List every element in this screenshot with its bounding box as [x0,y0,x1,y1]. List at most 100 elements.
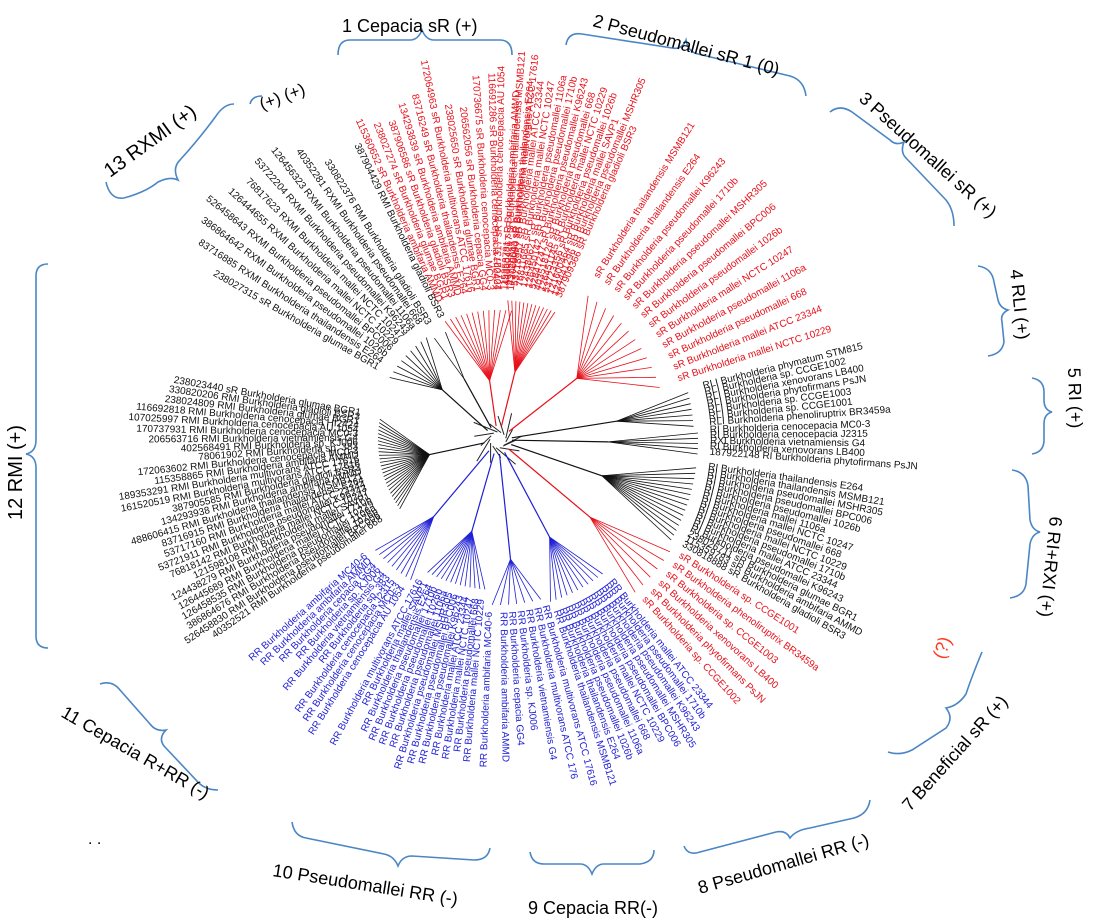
leaf-branch [601,475,682,521]
leaf-branch [489,309,495,381]
stray-dots: . . [88,831,101,848]
clade-stem-6 [511,444,603,477]
leaf-branch [576,367,652,379]
leaf-branch [391,516,435,567]
leaf-branch [410,516,435,581]
leaf-branch [391,454,430,497]
leaf-branch [395,454,430,504]
leaf-branch [378,425,430,455]
leaf-branch [489,310,507,381]
clade-label-13: 13 RXMI (+) [100,101,201,182]
leaf-branch [589,516,658,570]
leaf-branch [601,475,695,480]
leaf-branch [549,536,599,578]
leaf-labels: 115360652 sR Burkholderia ambifaria AMMD… [118,50,918,787]
leaf-branch [393,371,443,391]
leaf-branch [420,341,443,390]
leaf-branch [601,475,684,516]
bracket-clade-12 [25,263,49,649]
bracket-clade-9 [529,849,655,877]
leaf-label: RR Burkholderia ambifaria MC40-6 [479,611,495,767]
leaf-branch [607,441,698,455]
leaf-branch [397,454,430,507]
leaf-branch [514,306,541,373]
bracket-clade-11 [99,682,219,791]
bracket-clade-2 [565,32,807,97]
bracket-clade-1 [337,27,513,56]
leaf-branch [450,318,490,381]
leaf-branch [436,531,473,578]
leaf-branch [389,377,443,391]
leaf-branch [589,516,671,553]
clade-stem-10 [471,453,495,532]
leaf-branch [377,440,430,455]
clade-stem-1 [489,380,497,427]
leaf-branch [549,536,568,596]
leaf-branch [576,315,615,379]
leaf-branch [378,433,430,455]
leaf-branch [491,559,511,606]
clade-stem-7 [508,448,591,518]
leaf-branch [601,475,688,506]
leaf-branch [589,516,644,586]
leaf-branch [405,516,435,577]
leaf-branch [396,516,435,571]
leaf-branch [616,414,693,422]
leaf-branch [601,475,680,526]
clade-label-8: 8 Pseudomallei RR (-) [696,830,872,898]
leaf-branch [616,420,694,427]
leaf-branch [440,531,473,580]
leaf-branch [549,536,584,588]
clade-label-7: 7 Beneficial sR (+) [898,692,1012,815]
leaf-branch [601,467,697,477]
bracket-clade-13 [105,103,235,199]
leaf-branch [477,311,490,381]
leaf-branch [576,295,589,379]
clade-label-12: 12 RMI (+) [5,425,27,520]
leaf-label: RR Burkholderia ambifaria AMMD [498,612,511,762]
clade-stem-11 [433,450,490,517]
leaf-branch [464,531,473,587]
root-branch [495,447,516,465]
leaf-branch [589,516,636,593]
leaf-branch [500,559,511,606]
leaf-branch [514,301,517,373]
leaf-branch [549,536,579,591]
leaf-branch [576,378,660,388]
leaf-branch [445,331,465,379]
leaf-branch [510,559,534,602]
leaf-branch [375,516,434,551]
leaf-branch [378,454,430,456]
leaf-branch [387,516,434,563]
leaf-branch [576,322,622,379]
leaf-branch [601,475,689,501]
leaf-branch [383,516,434,560]
bracket-clade-3 [829,107,955,227]
leaf-branch [431,531,473,575]
leaf-branch [607,432,698,443]
leaf-branch [471,531,476,589]
leaf-branch [378,447,430,455]
clade-label-6: 6 RI+RXI (+) [1035,516,1065,619]
clade-label-2: 2 Pseudomallei sR 1 (0) [591,11,782,80]
leaf-branch [576,301,598,379]
clade-stem-5 [511,439,609,443]
leaf-branch [427,531,473,573]
leaf-branch [450,531,473,583]
leaf-branch [601,475,692,490]
leaf-branch [576,357,647,379]
leaf-branch [607,437,699,443]
leaf-branch [425,337,443,390]
leaf-branch [455,531,473,584]
unknown-clade-marker: (?) [929,634,955,662]
root-branch [489,423,502,433]
clade-stem-13 [441,389,489,432]
leaf-branch [378,451,430,455]
leaf-branch [385,454,430,484]
leaf-branch [405,355,443,391]
leaf-branch [601,475,672,541]
clade-label-10: 10 Pseudomallei RR (-) [271,860,459,909]
bracket-clade-10 [291,821,491,869]
clade-label-3: 3 Pseudomallei sR (+) [855,88,1000,222]
leaf-branch [384,454,430,481]
